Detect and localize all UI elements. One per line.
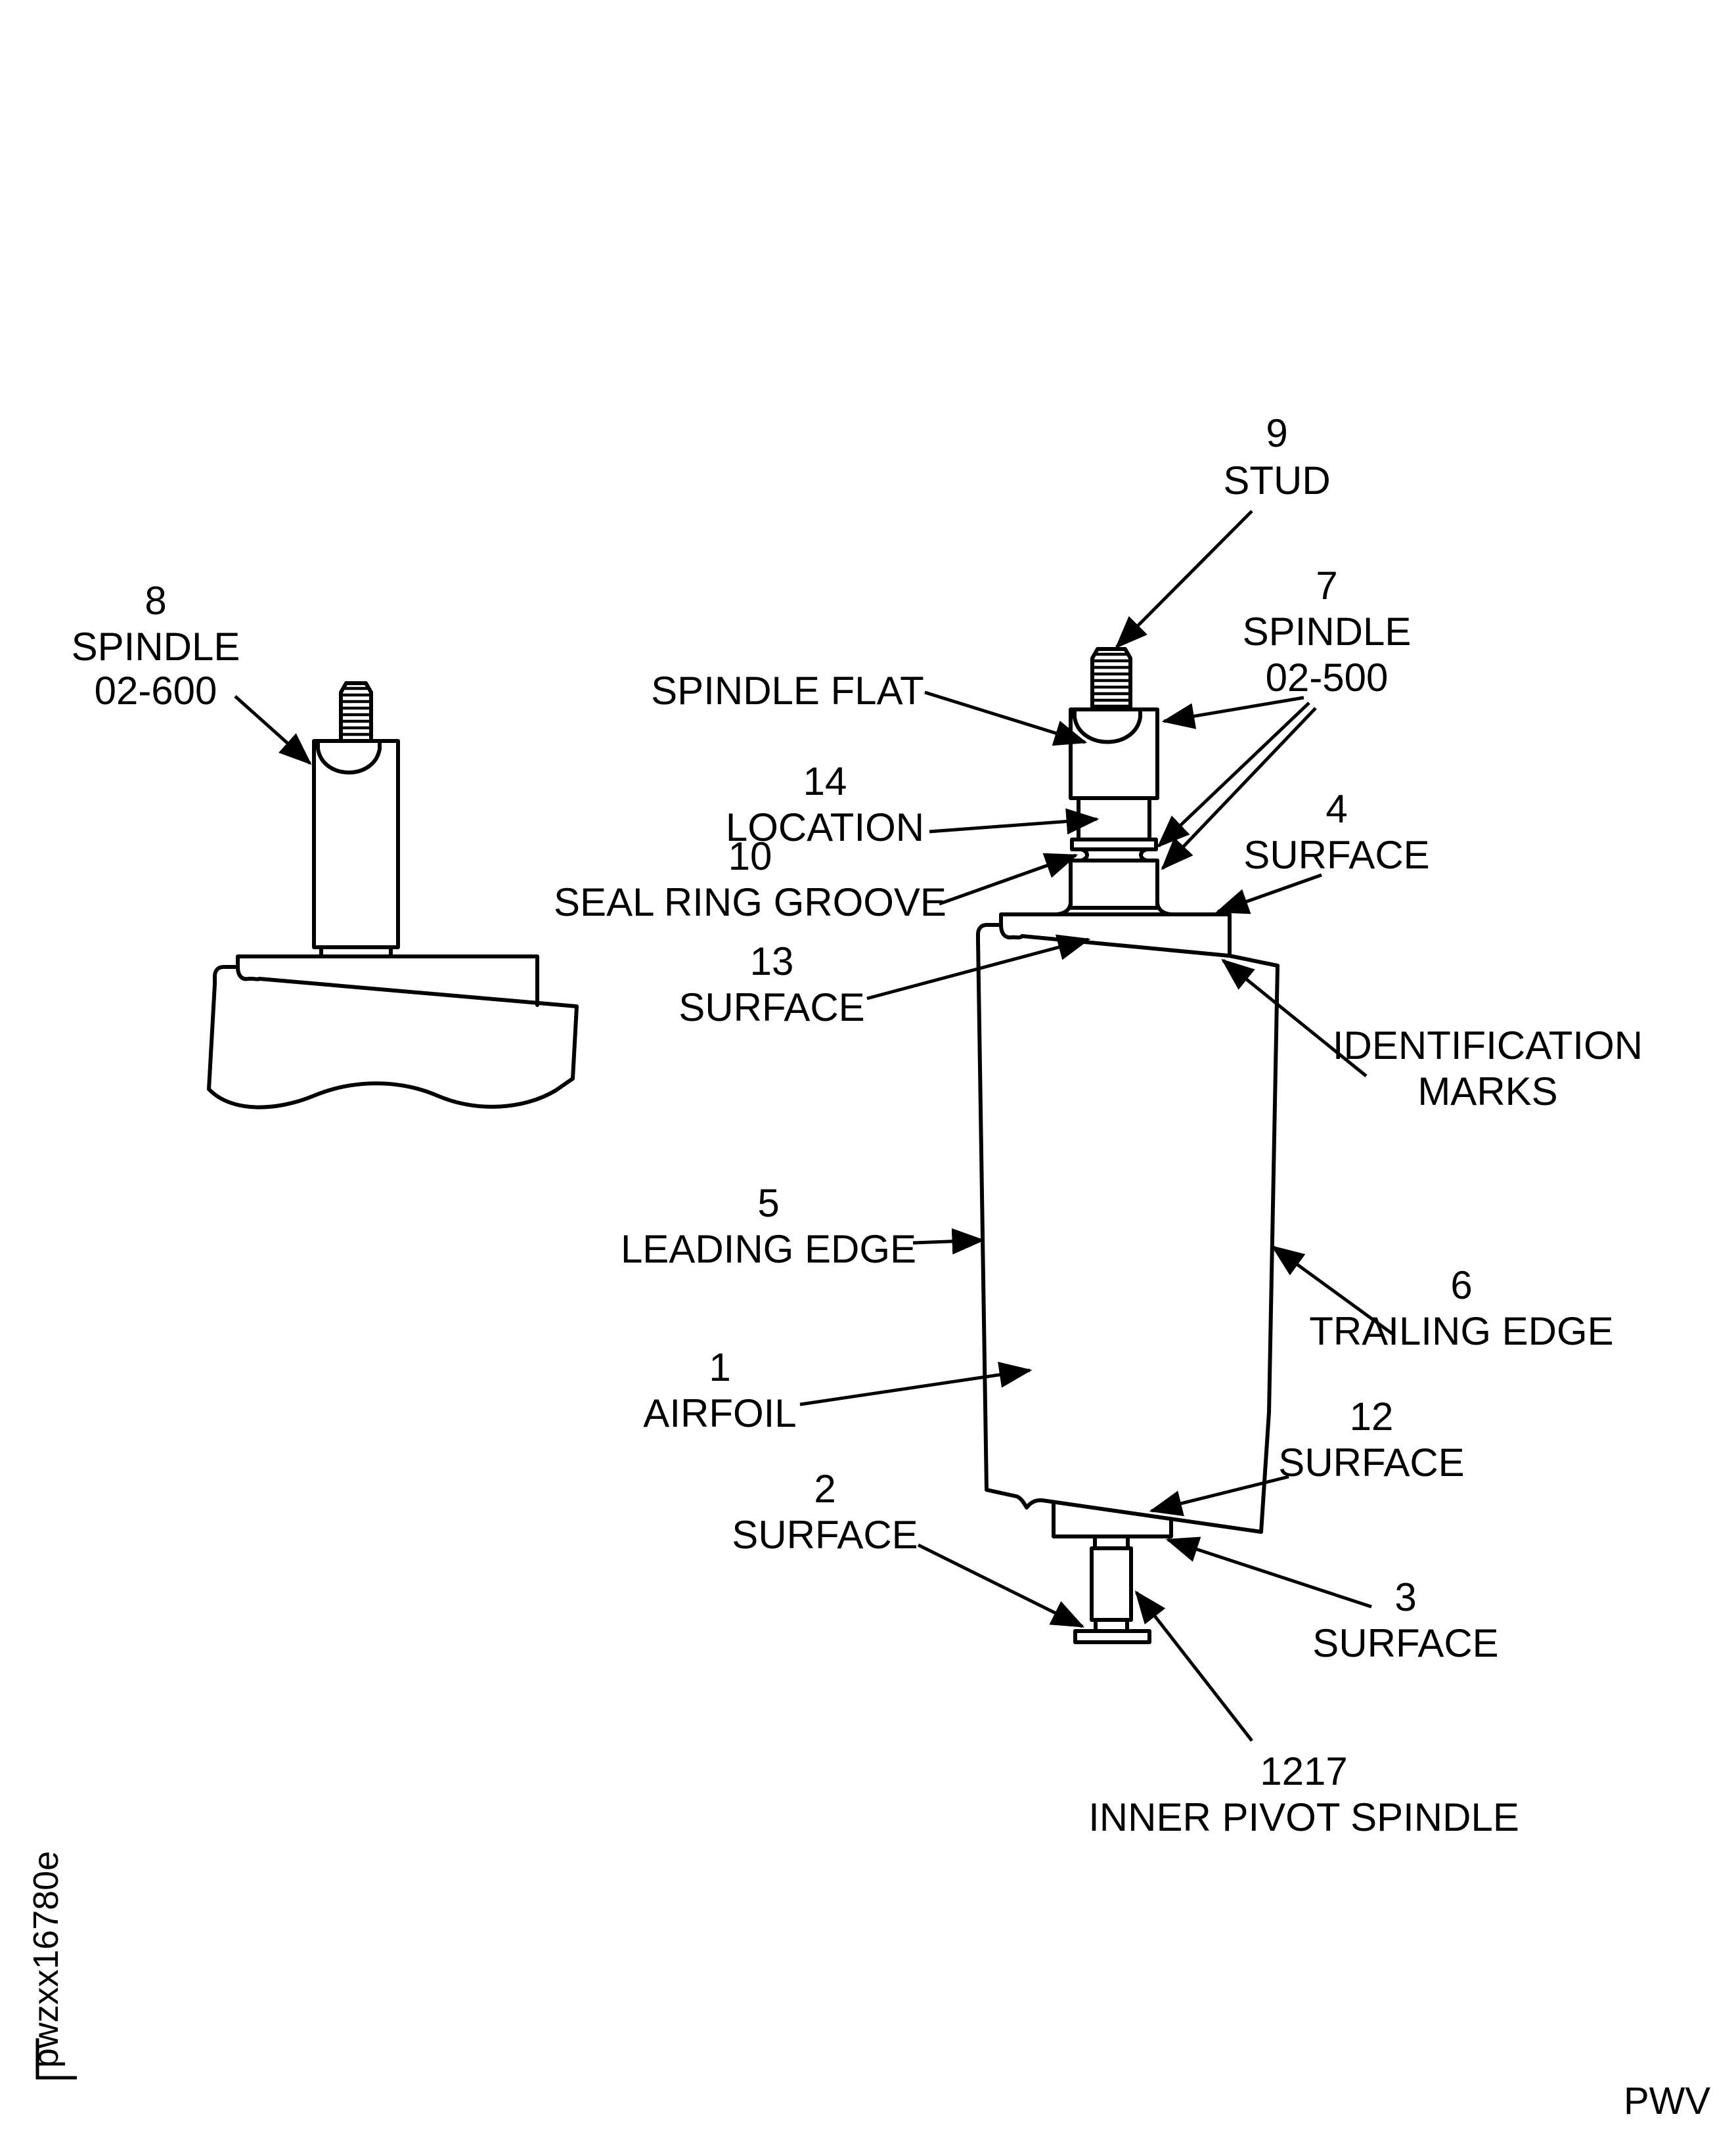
callout-14-line1: LOCATION: [726, 805, 924, 849]
callout-4-line1: SURFACE: [1243, 833, 1429, 877]
spindle-flat-notch: [1073, 707, 1142, 744]
callout-10-number: 10: [728, 834, 772, 878]
callout-12-number: 12: [1350, 1395, 1394, 1439]
callout-8-line2: 02-600: [95, 669, 217, 713]
callout-2-number: 2: [814, 1467, 835, 1511]
right-figure-spindle-02-500: [976, 647, 1280, 1644]
publisher-code: PWV: [1624, 2080, 1710, 2122]
callout-7-line2: 02-500: [1266, 656, 1389, 700]
drawing-code: pwzxx16780e: [26, 1851, 66, 2068]
callout-7-line1: SPINDLE: [1243, 610, 1412, 654]
callout-7-number: 7: [1316, 564, 1337, 608]
corner-bracket: [35, 2038, 77, 2080]
broken-airfoil-outline: [207, 977, 579, 1109]
outer-platform: [999, 912, 1232, 958]
arrow-10-seal-ring-groove: [939, 853, 1079, 906]
arrow-9-stud: [1115, 510, 1253, 649]
left-figure-spindle-02-600: [207, 681, 579, 1109]
callout-10-line1: SEAL RING GROOVE: [554, 880, 946, 924]
platform-ledge: [213, 965, 240, 986]
callout-3-line1: SURFACE: [1312, 1621, 1498, 1665]
arrow-7-spindle-top: [1161, 696, 1304, 729]
arrow-7-spindle-lower: [1161, 707, 1317, 870]
arrow-14-location: [929, 808, 1100, 835]
callout-1-number: 1: [709, 1345, 730, 1389]
callout-1-line1: AIRFOIL: [643, 1391, 796, 1435]
arrow-4-surface: [1215, 873, 1322, 914]
callout-4-number: 4: [1325, 787, 1347, 831]
callout-1217-number: 1217: [1260, 1749, 1347, 1793]
arrow-6-trailing-edge: [1271, 1245, 1395, 1337]
spindle-flat-notch: [316, 739, 382, 774]
arrow-8-spindle-02-600: [234, 695, 312, 765]
airfoil-outline: [976, 934, 1280, 1534]
callout-13-line1: SURFACE: [679, 985, 864, 1029]
stud-threads: [1093, 652, 1130, 708]
callout-1217-line1: INNER PIVOT SPINDLE: [1088, 1795, 1519, 1839]
callout-12-line1: SURFACE: [1278, 1441, 1464, 1485]
arrow-12-surface: [1149, 1475, 1289, 1517]
arrow-spindle-flat: [924, 690, 1088, 746]
callout-labels: 8 SPINDLE 02-600 9 STUD 7 SPINDLE 02-500…: [72, 411, 1643, 1839]
platform-ledge: [976, 923, 1003, 943]
inner-platform-pad: [1052, 1500, 1173, 1538]
callout-spindle-flat: SPINDLE FLAT: [651, 669, 924, 713]
lower-spindle-cylinder: [1069, 859, 1159, 910]
callout-9-line1: STUD: [1223, 459, 1330, 503]
callout-2-line1: SURFACE: [732, 1513, 918, 1557]
stud-outline: [339, 681, 373, 743]
callout-13-number: 13: [750, 939, 794, 983]
footer-marks: pwzxx16780e PWV: [26, 1851, 1710, 2122]
arrow-5-leading-edge: [912, 1228, 985, 1255]
callout-identification-line1: IDENTIFICATION: [1333, 1023, 1643, 1067]
callout-8-line1: SPINDLE: [72, 625, 240, 669]
callout-identification-line2: MARKS: [1417, 1069, 1557, 1113]
callout-5-number: 5: [757, 1181, 779, 1225]
arrow-identification-marks: [1221, 958, 1368, 1077]
arrow-7-spindle-flange: [1157, 702, 1310, 848]
callout-5-line1: LEADING EDGE: [621, 1227, 916, 1271]
arrow-1-airfoil: [799, 1362, 1033, 1406]
callout-8-number: 8: [145, 579, 166, 623]
inner-spindle-base-flange: [1073, 1629, 1151, 1644]
leader-arrows: [234, 510, 1395, 1742]
callout-14-number: 14: [803, 759, 847, 803]
spindle-cylinder: [1069, 707, 1159, 800]
seal-ring-flange: [1070, 838, 1158, 851]
stud-threads: [342, 686, 370, 736]
callout-3-number: 3: [1394, 1575, 1416, 1619]
arrow-2-surface: [917, 1543, 1085, 1628]
arrow-13-surface: [866, 934, 1091, 1000]
arrow-1217-inner-pivot-spindle: [1134, 1590, 1253, 1742]
callout-9-number: 9: [1266, 411, 1287, 455]
callout-6-line1: TRAILING EDGE: [1309, 1309, 1613, 1353]
inner-pivot-spindle-cylinder: [1090, 1546, 1133, 1622]
arrow-3-surface: [1165, 1536, 1372, 1609]
callout-6-number: 6: [1450, 1263, 1472, 1307]
